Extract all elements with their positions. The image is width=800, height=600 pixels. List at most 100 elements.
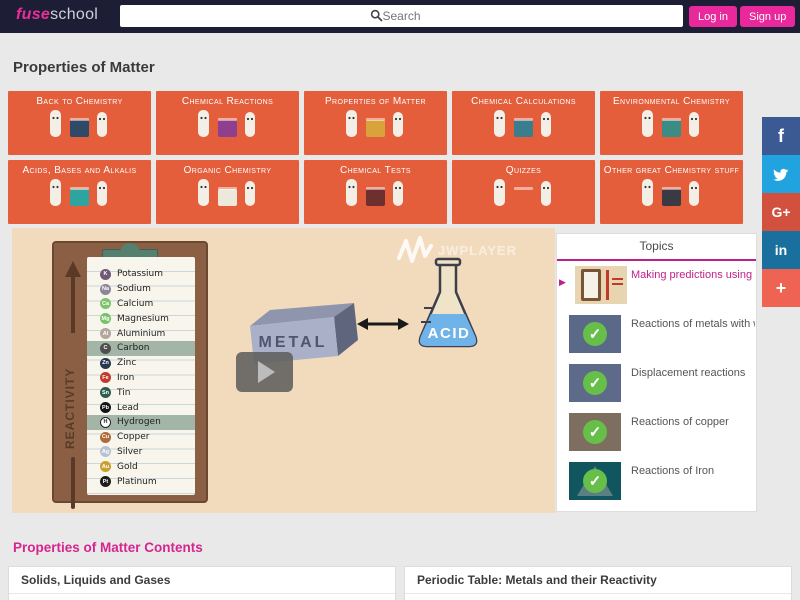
play-button[interactable] bbox=[236, 352, 293, 392]
element-row-magnesium: Mg Magnesium bbox=[87, 311, 195, 326]
element-name: Zinc bbox=[117, 358, 137, 369]
topic-item-reactions-of-copper[interactable]: ✓ Reactions of copper bbox=[557, 408, 756, 457]
linkedin-icon: in bbox=[774, 242, 788, 258]
element-name: Hydrogen bbox=[117, 417, 161, 428]
twitter-bird-icon bbox=[773, 168, 789, 181]
tile-chemical-tests[interactable]: Chemical Tests bbox=[304, 160, 447, 224]
element-row-hydrogen: H Hydrogen bbox=[87, 414, 195, 430]
contents-item-making-predictions[interactable]: ▶ Making predictions using the reactivit… bbox=[405, 594, 791, 600]
fuseschool-logo[interactable]: fuseschool bbox=[16, 6, 98, 24]
tile-label: Back to Chemistry bbox=[36, 96, 123, 107]
check-icon: ✓ bbox=[583, 371, 607, 395]
element-symbol-badge: Zn bbox=[100, 357, 111, 369]
tile-quizzes[interactable]: Quizzes bbox=[452, 160, 595, 224]
topics-sidebar: Topics ▶ Making predictions using reacti… bbox=[556, 233, 757, 512]
topic-item-making-predictions-using-reactivity-series[interactable]: ▶ Making predictions using reactivity se… bbox=[557, 261, 756, 310]
tile-label: Properties of Matter bbox=[324, 96, 427, 107]
signup-button[interactable]: Sign up bbox=[740, 6, 796, 27]
topic-thumbnail: ✓ bbox=[569, 413, 621, 451]
tile-acids-bases-and-alkalis[interactable]: Acids, Bases and Alkalis bbox=[8, 160, 151, 224]
jwplayer-label: JWPLAYER bbox=[437, 242, 517, 258]
element-name: Carbon bbox=[117, 343, 150, 354]
metal-label: METAL bbox=[259, 334, 328, 351]
element-name: Potassium bbox=[117, 269, 164, 280]
double-arrow-icon bbox=[357, 318, 409, 330]
element-row-gold: Au Gold bbox=[87, 459, 195, 474]
linkedin-share-button[interactable]: in bbox=[762, 231, 800, 269]
element-symbol-badge: H bbox=[100, 416, 111, 428]
element-symbol-badge: Sn bbox=[100, 387, 111, 399]
tile-chemical-calculations[interactable]: Chemical Calculations bbox=[452, 91, 595, 155]
add-share-share-button[interactable]: + bbox=[762, 269, 800, 307]
element-name: Magnesium bbox=[117, 313, 169, 324]
tile-environmental-chemistry[interactable]: Environmental Chemistry bbox=[600, 91, 743, 155]
tile-illustration bbox=[493, 179, 551, 206]
add-share-icon: + bbox=[775, 277, 787, 298]
login-button[interactable]: Log in bbox=[689, 6, 737, 27]
tile-illustration bbox=[197, 179, 255, 206]
contents-item-states-of-matter[interactable]: 3 States of Matter: Solids, Liquids and … bbox=[9, 594, 395, 600]
element-symbol-badge: Ag bbox=[100, 446, 111, 458]
topics-list: ▶ Making predictions using reactivity se… bbox=[557, 261, 756, 506]
tile-illustration bbox=[345, 179, 403, 206]
jwplayer-wave-icon bbox=[396, 236, 433, 263]
tile-label: Chemical Calculations bbox=[471, 96, 576, 107]
topic-label: Making predictions using reactivity seri… bbox=[631, 269, 755, 281]
element-row-lead: Pb Lead bbox=[87, 400, 195, 415]
contents-panel-periodic-table: Periodic Table: Metals and their Reactiv… bbox=[404, 566, 792, 600]
twitter-share-button[interactable] bbox=[762, 155, 800, 193]
tile-label: Acids, Bases and Alkalis bbox=[22, 165, 137, 176]
element-symbol-badge: Na bbox=[100, 283, 111, 295]
element-row-silver: Ag Silver bbox=[87, 445, 195, 460]
acid-label: ACID bbox=[428, 325, 471, 342]
element-symbol-badge: Au bbox=[100, 461, 111, 473]
element-row-zinc: Zn Zinc bbox=[87, 356, 195, 371]
tile-illustration bbox=[345, 110, 403, 137]
element-row-copper: Cu Copper bbox=[87, 430, 195, 445]
element-symbol-badge: Mg bbox=[100, 313, 111, 325]
check-icon: ✓ bbox=[583, 469, 607, 493]
logo-school: school bbox=[50, 6, 99, 23]
element-symbol-badge: Pt bbox=[100, 476, 111, 488]
contents-panel-solids: Solids, Liquids and Gases 3 States of Ma… bbox=[8, 566, 396, 600]
tile-other-great-chemistry-stuff[interactable]: Other great Chemistry stuff bbox=[600, 160, 743, 224]
tile-label: Chemical Reactions bbox=[181, 96, 274, 107]
search-input[interactable] bbox=[120, 5, 683, 27]
element-name: Gold bbox=[117, 461, 138, 472]
topic-thumbnail: ✓ bbox=[569, 462, 621, 500]
google-plus-icon: G+ bbox=[771, 204, 791, 220]
google-plus-share-button[interactable]: G+ bbox=[762, 193, 800, 231]
jwplayer-logo: JWPLAYER bbox=[396, 236, 517, 264]
tile-properties-of-matter[interactable]: Properties of Matter bbox=[304, 91, 447, 155]
element-row-iron: Fe Iron bbox=[87, 371, 195, 386]
element-name: Aluminium bbox=[117, 328, 166, 339]
topic-label: Displacement reactions bbox=[631, 367, 746, 379]
element-symbol-badge: Cu bbox=[100, 431, 111, 443]
topic-item-displacement-reactions[interactable]: ✓ Displacement reactions bbox=[557, 359, 756, 408]
top-navbar: fuseschool Log in Sign up bbox=[0, 0, 800, 33]
tile-illustration bbox=[49, 110, 107, 137]
element-name: Lead bbox=[117, 402, 139, 413]
topic-item-reactions-of-iron[interactable]: ✓ Reactions of Iron bbox=[557, 457, 756, 506]
logo-fuse: fuse bbox=[16, 6, 51, 23]
element-row-aluminium: Al Aluminium bbox=[87, 326, 195, 341]
element-row-calcium: Ca Calcium bbox=[87, 297, 195, 312]
page-title: Properties of Matter bbox=[13, 59, 155, 76]
tile-organic-chemistry[interactable]: Organic Chemistry bbox=[156, 160, 299, 224]
up-arrow-icon bbox=[65, 261, 81, 333]
tile-chemical-reactions[interactable]: Chemical Reactions bbox=[156, 91, 299, 155]
element-symbol-badge: Pb bbox=[100, 402, 111, 414]
topic-thumbnail: ✓ bbox=[569, 364, 621, 402]
element-row-potassium: K Potassium bbox=[87, 267, 195, 282]
topic-item-reactions-of-metals-with-water[interactable]: ✓ Reactions of metals with water bbox=[557, 310, 756, 359]
acid-flask-graphic: ACID bbox=[418, 257, 478, 348]
element-row-sodium: Na Sodium bbox=[87, 282, 195, 297]
tile-illustration bbox=[49, 179, 107, 206]
tile-back-to-chemistry[interactable]: Back to Chemistry bbox=[8, 91, 151, 155]
element-symbol-badge: Ca bbox=[100, 298, 111, 310]
facebook-share-button[interactable]: f bbox=[762, 117, 800, 155]
